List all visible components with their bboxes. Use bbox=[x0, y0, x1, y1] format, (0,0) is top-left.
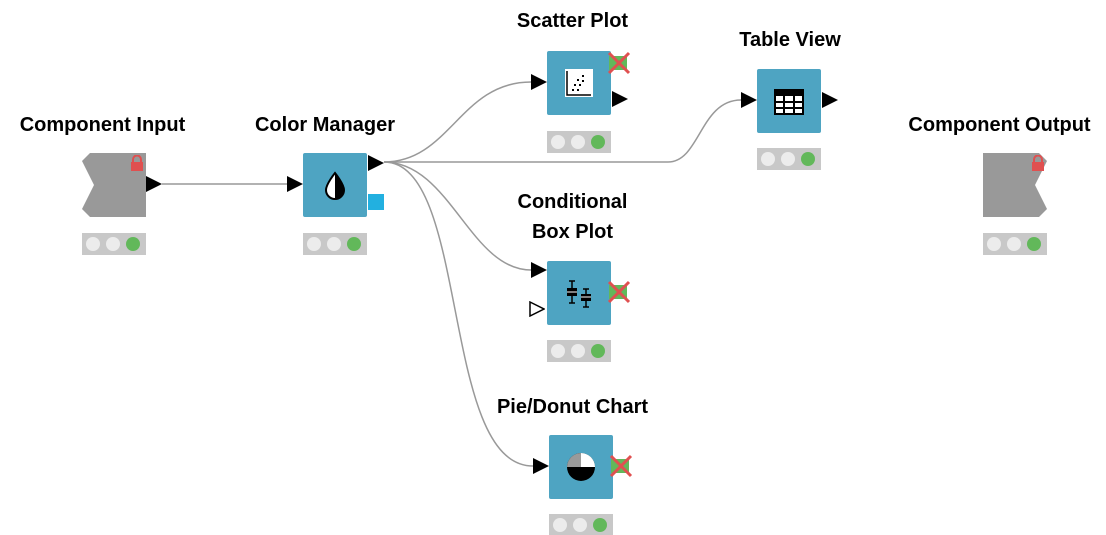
status-dot-green bbox=[591, 344, 605, 358]
status-dot-green bbox=[591, 135, 605, 149]
status-dot bbox=[551, 135, 565, 149]
color-manager-model-port[interactable] bbox=[368, 194, 384, 210]
error-x-icon bbox=[607, 51, 631, 75]
component-output-label: Component Output bbox=[908, 114, 1091, 136]
box-plot-in-port[interactable] bbox=[531, 262, 547, 278]
edge-color-manager-to-box-plot bbox=[383, 161, 532, 271]
pie-donut-chart-node[interactable] bbox=[549, 435, 613, 499]
pie-chart-label: Pie/Donut Chart bbox=[496, 396, 649, 418]
component-input-out-port[interactable] bbox=[146, 176, 162, 192]
status-dot bbox=[106, 237, 120, 251]
status-dot-green bbox=[593, 518, 607, 532]
edge-color-manager-to-pie-chart bbox=[383, 161, 534, 467]
status-dot bbox=[553, 518, 567, 532]
status-dot-green bbox=[126, 237, 140, 251]
edge-color-manager-to-scatter-plot bbox=[383, 81, 532, 163]
box-plot-label-line2: Box Plot bbox=[531, 221, 614, 243]
color-manager-label: Color Manager bbox=[254, 114, 396, 136]
edge-color-manager-to-table-view bbox=[384, 99, 742, 163]
component-input-label: Component Input bbox=[19, 114, 186, 136]
status-dot bbox=[781, 152, 795, 166]
lock-icon bbox=[131, 155, 143, 171]
scatter-plot-in-port[interactable] bbox=[531, 74, 547, 90]
color-manager-in-port[interactable] bbox=[287, 176, 303, 192]
status-dot bbox=[571, 135, 585, 149]
status-dot bbox=[573, 518, 587, 532]
box-plot-flowvar-in-port[interactable] bbox=[529, 301, 545, 317]
component-input-status bbox=[82, 233, 146, 255]
table-view-in-port[interactable] bbox=[741, 92, 757, 108]
color-manager-node[interactable] bbox=[303, 153, 367, 217]
status-dot bbox=[307, 237, 321, 251]
status-dot bbox=[86, 237, 100, 251]
pie-chart-icon bbox=[567, 453, 595, 481]
conditional-box-plot-node[interactable] bbox=[547, 261, 611, 325]
component-output-shape bbox=[983, 153, 1047, 217]
status-dot-green bbox=[347, 237, 361, 251]
table-view-status bbox=[757, 148, 821, 170]
component-output-node[interactable] bbox=[983, 153, 1047, 217]
status-dot bbox=[551, 344, 565, 358]
scatter-plot-label: Scatter Plot bbox=[516, 10, 629, 32]
error-x-icon bbox=[607, 280, 631, 304]
droplet-icon bbox=[324, 171, 346, 200]
scatter-plot-out-port[interactable] bbox=[612, 91, 628, 107]
component-output-status bbox=[983, 233, 1047, 255]
scatter-plot-status bbox=[547, 131, 611, 153]
error-x-icon bbox=[609, 454, 633, 478]
color-manager-status bbox=[303, 233, 367, 255]
status-dot-green bbox=[1027, 237, 1041, 251]
table-view-label: Table View bbox=[739, 29, 841, 51]
component-input-shape bbox=[82, 153, 146, 217]
scatter-plot-icon bbox=[565, 69, 593, 97]
status-dot bbox=[571, 344, 585, 358]
component-input-node[interactable] bbox=[82, 153, 146, 217]
status-dot bbox=[987, 237, 1001, 251]
lock-icon bbox=[1032, 155, 1044, 171]
box-plot-status bbox=[547, 340, 611, 362]
status-dot bbox=[761, 152, 775, 166]
table-view-node[interactable] bbox=[757, 69, 821, 133]
pie-chart-in-port[interactable] bbox=[533, 458, 549, 474]
color-manager-out-port[interactable] bbox=[368, 155, 384, 171]
pie-chart-status bbox=[549, 514, 613, 535]
status-dot bbox=[327, 237, 341, 251]
status-dot bbox=[1007, 237, 1021, 251]
box-plot-icon bbox=[567, 280, 591, 308]
table-icon bbox=[774, 89, 804, 115]
box-plot-label-line1: Conditional bbox=[517, 191, 628, 213]
scatter-plot-node[interactable] bbox=[547, 51, 611, 115]
table-view-out-port[interactable] bbox=[822, 92, 838, 108]
status-dot-green bbox=[801, 152, 815, 166]
